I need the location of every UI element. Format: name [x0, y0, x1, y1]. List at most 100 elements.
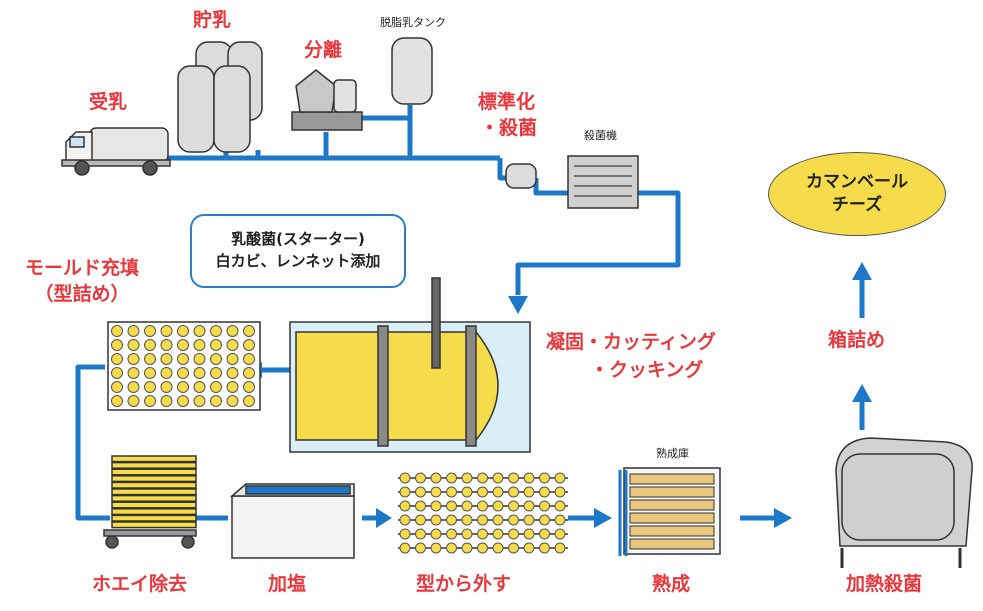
cheese-round [415, 514, 426, 526]
skim-tank-icon [391, 37, 433, 105]
cheese-mold-dot [111, 339, 123, 351]
cheese-round [523, 486, 535, 498]
cheese-mold-dot [127, 367, 140, 379]
storage-tanks-icon [177, 41, 263, 153]
label-standardize-2: ・殺菌 [480, 117, 538, 139]
cheese-mold-dot [144, 367, 156, 379]
label-molding-1: モールド充填 [24, 257, 139, 279]
cheese-mold-dot [160, 339, 173, 351]
cheese-round [415, 486, 426, 498]
ripening-rack-icon [618, 467, 721, 556]
cheese-round [477, 514, 488, 526]
label-separate: 分離 [304, 39, 343, 61]
cheese-round [446, 528, 457, 540]
cheese-round [492, 514, 504, 526]
cheese-round [508, 500, 519, 512]
cheese-mold-dot [160, 325, 173, 337]
label-molding-2: （型詰め） [34, 283, 130, 305]
label-demold: 型から外す [416, 573, 512, 595]
callout-line-2: 白カビ、レンネット添加 [215, 252, 381, 270]
pasteurizer-icon [567, 155, 639, 209]
cheese-round [399, 514, 411, 526]
cheese-round [539, 514, 550, 526]
cheese-round [477, 542, 488, 554]
cheese-round [477, 500, 488, 512]
cheese-round [523, 528, 535, 540]
whey-layer [111, 461, 197, 469]
ripening-shelf [629, 486, 715, 498]
cheese-mold-dot [127, 381, 140, 393]
cheese-round [554, 500, 566, 512]
whey-layer [111, 488, 197, 496]
cheese-mold-dot [160, 367, 173, 379]
cheese-round [430, 486, 442, 498]
label-salting: 加塩 [268, 573, 307, 595]
cheese-mold-dot [111, 381, 123, 393]
ripening-shelf [629, 525, 715, 537]
whey-layer [111, 481, 197, 489]
cheese-mold-dot [127, 325, 140, 337]
cheese-round [508, 542, 519, 554]
cheese-round [508, 514, 519, 526]
cheese-mold-dot [243, 367, 255, 379]
cheese-round [461, 472, 473, 484]
whey-layer [111, 514, 197, 522]
cheese-round [461, 486, 473, 498]
cheese-round [446, 542, 457, 554]
cheese-round [477, 472, 488, 484]
whey-layer [111, 494, 197, 502]
cheese-vat-icon [289, 277, 531, 453]
cheese-round [554, 528, 566, 540]
label-storage: 貯乳 [193, 9, 232, 31]
cheese-round [492, 542, 504, 554]
label-coagulate-1: 凝固・カッティング [546, 331, 716, 353]
cheese-round [539, 472, 550, 484]
cheese-mold-dot [226, 395, 239, 407]
cheese-round [461, 542, 473, 554]
cheese-mold-dot [193, 325, 206, 337]
label-skim-tank: 脱脂乳タンク [380, 16, 446, 29]
cheese-round [523, 514, 535, 526]
cheese-round [399, 528, 411, 540]
cheese-round [399, 500, 411, 512]
additive-callout: 乳酸菌(スターター) 白カビ、レンネット添加 [190, 214, 406, 288]
whey-layer [111, 455, 197, 463]
cheese-mold-dot [177, 367, 189, 379]
pipe-network [75, 105, 681, 521]
demold-rack-icon [398, 472, 568, 554]
label-pasteurizer: 殺菌機 [584, 129, 617, 142]
label-standardize-1: 標準化 [478, 91, 536, 113]
cheese-round [539, 542, 550, 554]
arrow-demold-ripen [594, 508, 612, 528]
cheese-mold-dot [127, 395, 140, 407]
cheese-round [461, 528, 473, 540]
cheese-round [523, 542, 535, 554]
whey-layer [111, 468, 197, 476]
cheese-round [492, 500, 504, 512]
cheese-round [523, 500, 535, 512]
cheese-round [415, 542, 426, 554]
ripening-shelf [629, 538, 715, 550]
cheese-mold-dot [177, 339, 189, 351]
cheese-mold-dot [210, 325, 222, 337]
cheese-mold-dot [177, 325, 189, 337]
mold-tray-icon [107, 321, 261, 411]
cheese-mold-dot [226, 381, 239, 393]
cheese-round [446, 500, 457, 512]
product-line-1: カマンベール [806, 172, 908, 193]
cheese-round [446, 514, 457, 526]
arrow-salting-demold [376, 508, 392, 528]
cheese-mold-dot [111, 325, 123, 337]
label-whey: ホエイ除去 [92, 573, 188, 595]
cheese-mold-dot [160, 353, 173, 365]
ripening-shelf [629, 473, 715, 485]
cheese-mold-dot [193, 367, 206, 379]
whey-layer [111, 521, 197, 529]
separator-icon [291, 69, 363, 131]
cheese-round [399, 542, 411, 554]
cheese-mold-dot [127, 339, 140, 351]
cheese-mold-dot [144, 395, 156, 407]
cheese-round [430, 472, 442, 484]
cheese-round [415, 528, 426, 540]
